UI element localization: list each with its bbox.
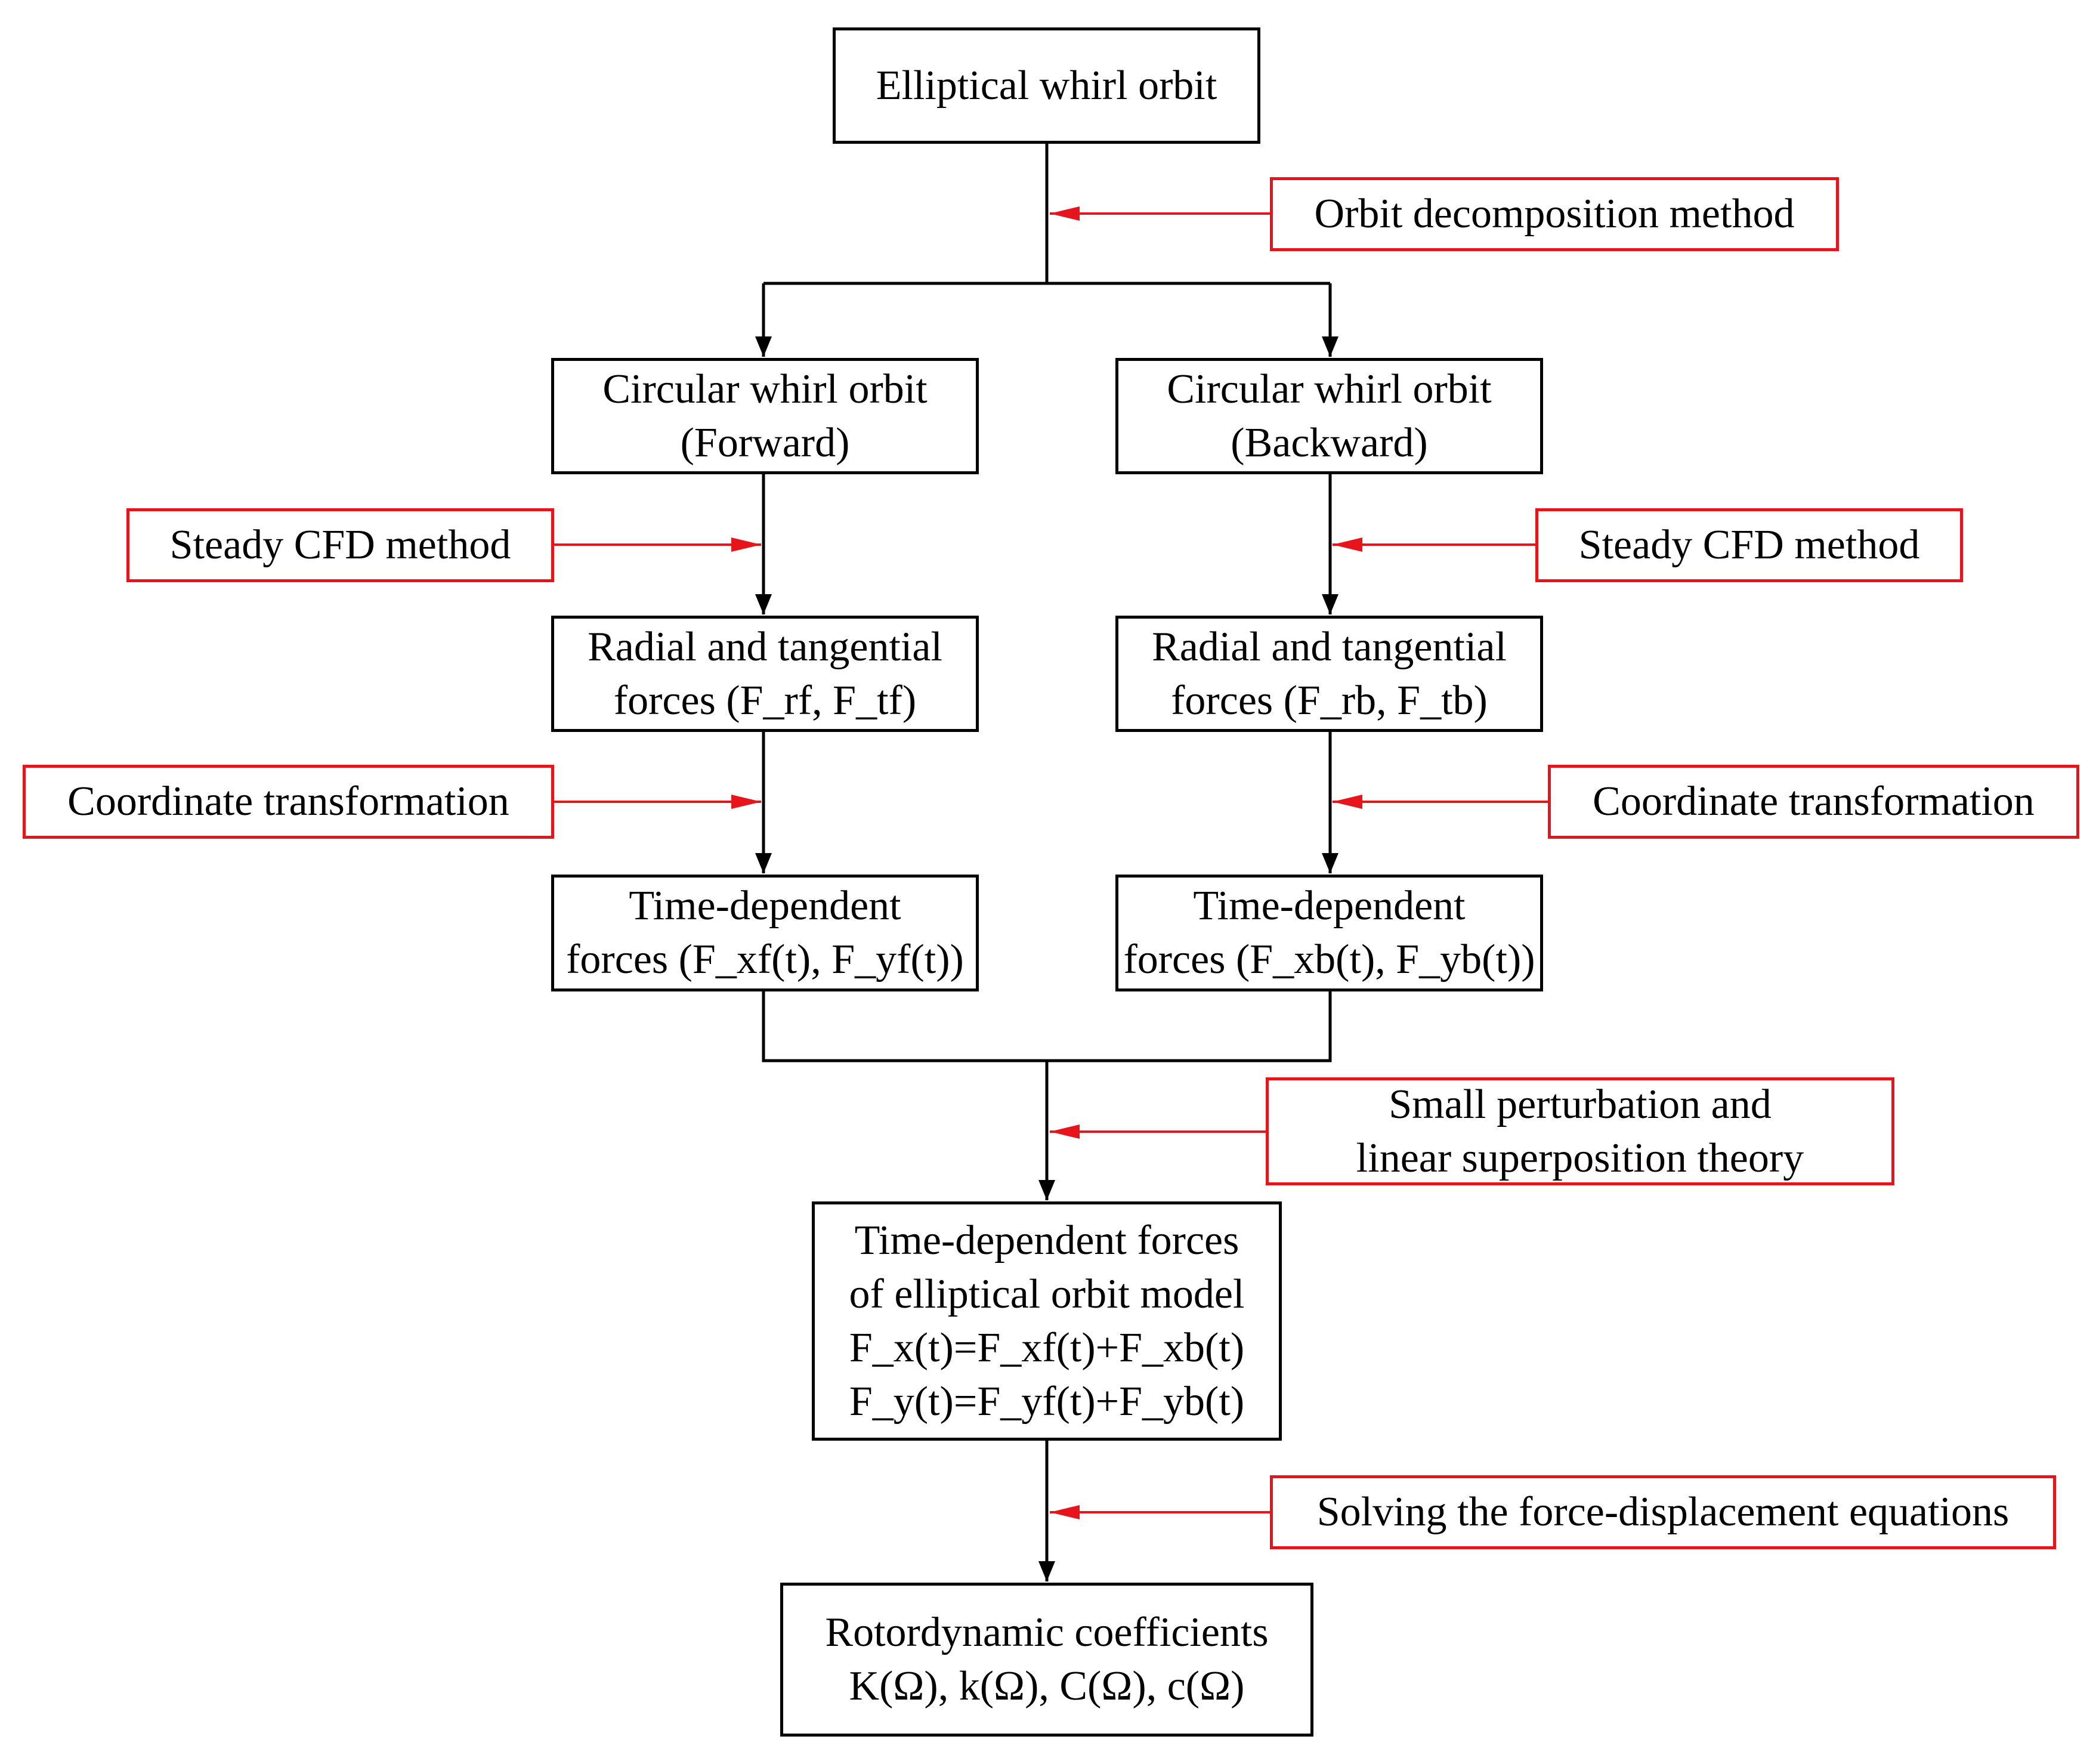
coordinate-transformation-left-box: Coordinate transformation — [23, 765, 554, 839]
time-dependent-backward-title: Time-dependent — [1193, 883, 1466, 929]
circular-orbit-backward-title: Circular whirl orbit — [1167, 366, 1492, 412]
radial-tangential-backward-forces: forces (F_rb, F_tb) — [1171, 677, 1488, 724]
radial-tangential-backward-box: Radial and tangential forces (F_rb, F_tb… — [1115, 616, 1543, 732]
coordinate-transformation-left-label: Coordinate transformation — [67, 778, 509, 824]
elliptical-forces-box: Time-dependent forces of elliptical orbi… — [812, 1201, 1282, 1441]
time-dependent-backward-box: Time-dependent forces (F_xb(t), F_yb(t)) — [1115, 875, 1543, 991]
time-dependent-forward-title: Time-dependent — [629, 883, 901, 929]
steady-cfd-right-box: Steady CFD method — [1535, 508, 1963, 582]
small-perturbation-line-2: linear superposition theory — [1356, 1135, 1804, 1181]
radial-tangential-forward-forces: forces (F_rf, F_tf) — [613, 677, 917, 724]
circular-orbit-backward-box: Circular whirl orbit (Backward) — [1115, 358, 1543, 474]
elliptical-whirl-orbit-label: Elliptical whirl orbit — [876, 62, 1217, 109]
rotordynamic-coefficients-box: Rotordynamic coefficients K(Ω), k(Ω), C(… — [780, 1583, 1313, 1737]
elliptical-forces-equation-x: F_x(t)=F_xf(t)+F_xb(t) — [849, 1324, 1245, 1371]
time-dependent-forward-box: Time-dependent forces (F_xf(t), F_yf(t)) — [551, 875, 979, 991]
rotordynamic-coefficients-title: Rotordynamic coefficients — [825, 1609, 1269, 1655]
small-perturbation-theory-box: Small perturbation and linear superposit… — [1266, 1077, 1894, 1185]
elliptical-whirl-orbit-box: Elliptical whirl orbit — [833, 27, 1260, 144]
elliptical-forces-subtitle: of elliptical orbit model — [849, 1271, 1245, 1317]
circular-orbit-forward-title: Circular whirl orbit — [602, 366, 928, 412]
elliptical-forces-equation-y: F_y(t)=F_yf(t)+F_yb(t) — [849, 1378, 1245, 1425]
steady-cfd-left-label: Steady CFD method — [169, 522, 511, 568]
radial-tangential-backward-title: Radial and tangential — [1152, 623, 1507, 670]
small-perturbation-line-1: Small perturbation and — [1389, 1081, 1772, 1127]
circular-orbit-backward-subtitle: (Backward) — [1231, 419, 1428, 466]
coordinate-transformation-right-label: Coordinate transformation — [1593, 778, 2035, 824]
time-dependent-backward-forces: forces (F_xb(t), F_yb(t)) — [1123, 937, 1535, 983]
orbit-decomposition-method-box: Orbit decomposition method — [1270, 177, 1839, 251]
coordinate-transformation-right-box: Coordinate transformation — [1548, 765, 2079, 839]
radial-tangential-forward-title: Radial and tangential — [588, 623, 942, 670]
rotordynamic-coefficients-symbols: K(Ω), k(Ω), C(Ω), c(Ω) — [849, 1663, 1245, 1709]
solving-force-displacement-box: Solving the force-displacement equations — [1270, 1475, 2056, 1549]
elliptical-forces-title: Time-dependent forces — [854, 1217, 1239, 1263]
time-dependent-forward-forces: forces (F_xf(t), F_yf(t)) — [566, 937, 964, 983]
solving-force-displacement-label: Solving the force-displacement equations — [1316, 1489, 2010, 1535]
steady-cfd-left-box: Steady CFD method — [126, 508, 554, 582]
orbit-decomposition-method-label: Orbit decomposition method — [1314, 191, 1795, 237]
radial-tangential-forward-box: Radial and tangential forces (F_rf, F_tf… — [551, 616, 979, 732]
circular-orbit-forward-box: Circular whirl orbit (Forward) — [551, 358, 979, 474]
connector-merge — [762, 991, 1332, 1062]
steady-cfd-right-label: Steady CFD method — [1578, 522, 1920, 568]
circular-orbit-forward-subtitle: (Forward) — [680, 419, 850, 466]
